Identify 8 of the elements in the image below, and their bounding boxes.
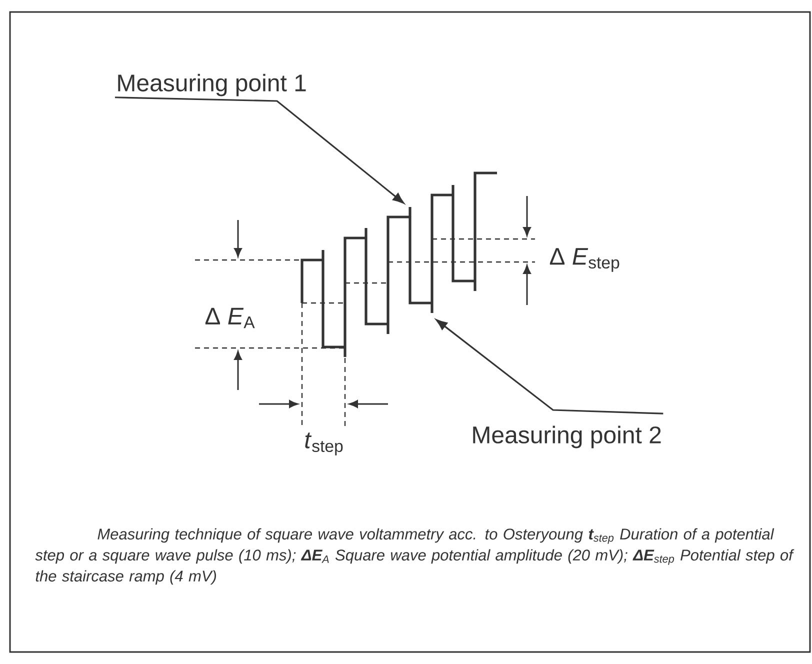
- dimension-label: t$_{step}$: [305, 432, 343, 456]
- leader-line: [436, 319, 664, 414]
- label-text: Measuring point 2: [473, 426, 661, 448]
- dimension-label: Δ E$_{A}$: [205, 308, 255, 328]
- label-text: Measuring point 1: [118, 74, 306, 96]
- leader-line: [114, 96, 404, 204]
- caption: Measuring technique of square wave voltammetry acc. to Osteryoung t$_{step}$ Duration of a potential step or a square wave pulse (10 ms); ΔE$_{A}$ Square wave potential amplitude (20 mV); ΔE$_{step}$ Potential step of the staircase ramp (4 mV): [35, 528, 794, 585]
- dimension-label: Δ E$_{step}$: [550, 248, 620, 272]
